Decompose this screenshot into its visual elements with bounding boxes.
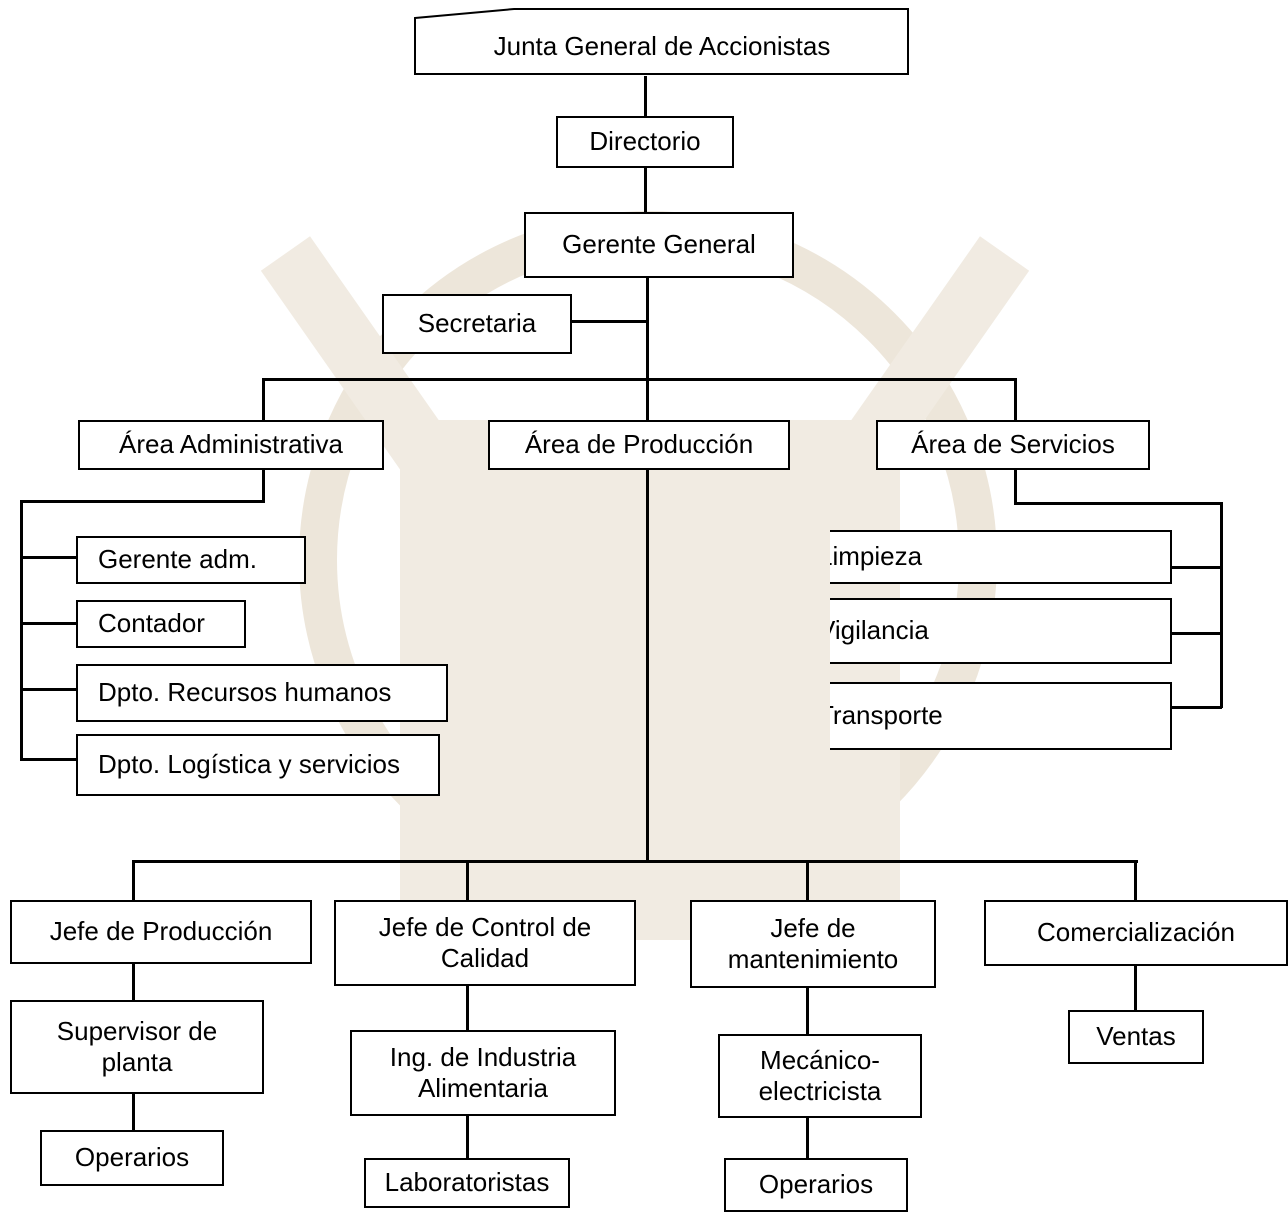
limpieza-clip: Limpieza [830,530,1172,584]
vigilancia-node: Vigilancia [830,598,1172,664]
operarios-1-node: Operarios [40,1130,224,1186]
laboratoristas-node: Laboratoristas [364,1158,570,1208]
area-administrativa-node: Área Administrativa [78,420,384,470]
directorio-node: Directorio [556,116,734,168]
area-servicios-node: Área de Servicios [876,420,1150,470]
comercializacion-node: Comercialización [984,900,1288,966]
transporte-clip: Transporte [830,682,1172,750]
rrhh-node: Dpto. Recursos humanos [76,664,448,722]
area-produccion-node: Área de Producción [488,420,790,470]
junta-node: Junta General de Accionistas [493,31,831,62]
logistica-node: Dpto. Logística y servicios [76,734,440,796]
transporte-node: Transporte [830,682,1172,750]
ing-industria-node: Ing. de Industria Alimentaria [350,1030,616,1116]
junta-shape [414,8,909,75]
jefe-mantenimiento-node: Jefe de mantenimiento [690,900,936,988]
jefe-produccion-node: Jefe de Producción [10,900,312,964]
gerente-general-node: Gerente General [524,212,794,278]
contador-node: Contador [76,600,246,648]
operarios-2-node: Operarios [724,1158,908,1212]
limpieza-node: Limpieza [830,530,1172,584]
ventas-node: Ventas [1068,1010,1204,1064]
supervisor-node: Supervisor de planta [10,1000,264,1094]
gerente-adm-node: Gerente adm. [76,536,306,584]
vigilancia-clip: Vigilancia [830,598,1172,664]
jefe-calidad-node: Jefe de Control de Calidad [334,900,636,986]
mecanico-node: Mecánico-electricista [718,1034,922,1118]
secretaria-node: Secretaria [382,294,572,354]
